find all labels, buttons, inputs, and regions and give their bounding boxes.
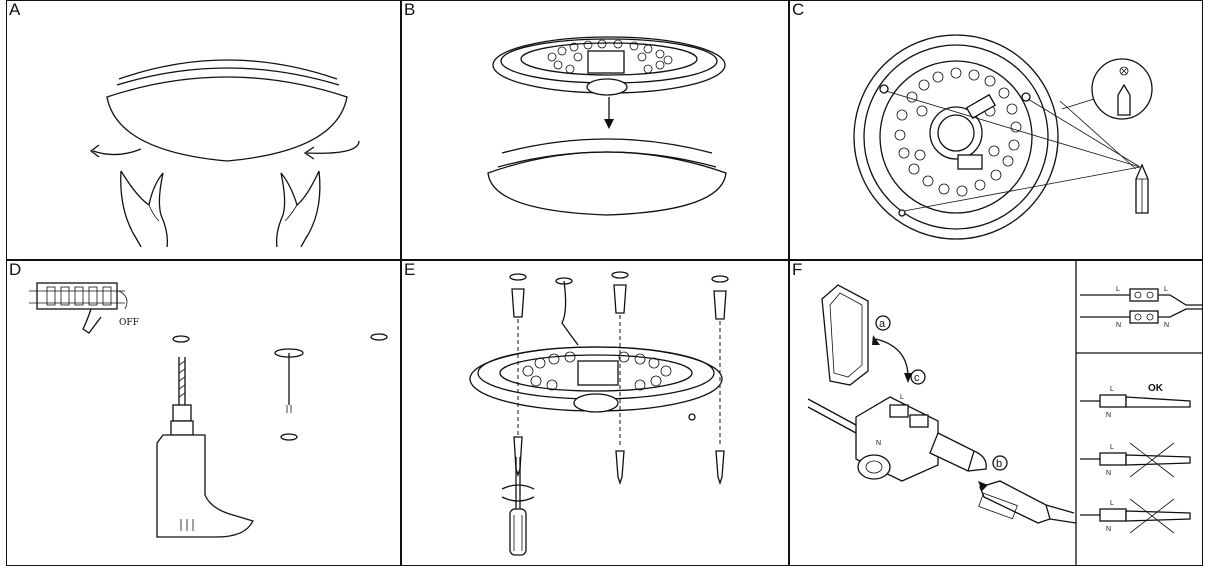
wiring-neutral-label-2: N bbox=[1164, 322, 1169, 329]
supply-cable bbox=[978, 480, 1077, 524]
pencil-icon bbox=[1135, 163, 1149, 214]
power-drill-icon bbox=[156, 357, 254, 538]
strip-correct-live-label: L bbox=[1110, 386, 1114, 393]
lamp-diffuser bbox=[487, 138, 727, 216]
step-label-d: D bbox=[9, 260, 22, 279]
power-cable bbox=[555, 277, 579, 346]
led-array bbox=[894, 67, 1022, 197]
wall-plugs bbox=[509, 271, 729, 320]
callout-a-label: a bbox=[879, 318, 886, 330]
sleeved-cable bbox=[929, 432, 987, 472]
illustration-wiring: a c L N bbox=[807, 261, 1202, 565]
callout-b: b bbox=[992, 455, 1008, 471]
rotate-left-arrow-icon bbox=[89, 144, 142, 158]
step-panel-c: C bbox=[789, 0, 1203, 260]
step-label-c: C bbox=[792, 0, 805, 19]
lamp-base bbox=[469, 346, 723, 421]
screws bbox=[513, 436, 725, 486]
illustration-drill-holes: OFF bbox=[29, 282, 388, 538]
strip-correct: L N OK bbox=[1080, 383, 1191, 419]
circuit-breaker-icon bbox=[29, 282, 128, 334]
wiring-live-label-2: L bbox=[1164, 286, 1168, 293]
illustration-mark-holes bbox=[853, 34, 1153, 240]
wiring-diagram: L N L N bbox=[1080, 286, 1202, 329]
ceiling-hole-marks bbox=[172, 333, 388, 441]
step-panel-f: F a c L N bbox=[789, 260, 1203, 566]
step-panel-d: D OFF bbox=[6, 260, 401, 566]
callout-b-label: b bbox=[996, 458, 1002, 470]
junction-cover bbox=[821, 284, 869, 386]
screwdriver-icon bbox=[501, 457, 535, 556]
lamp-base bbox=[492, 36, 726, 96]
lamp-diffuser bbox=[106, 59, 348, 162]
screw-guide-lines bbox=[517, 315, 721, 447]
strip-incorrect-1-live-label: L bbox=[1110, 444, 1114, 451]
step-panel-a: A bbox=[6, 0, 401, 260]
wiring-live-label: L bbox=[1116, 286, 1120, 293]
terminal-neutral-label: N bbox=[876, 440, 881, 447]
strip-correct-neutral-label: N bbox=[1106, 412, 1111, 419]
step-panel-e: E bbox=[401, 260, 789, 566]
terminal-live-label: L bbox=[900, 394, 904, 401]
strip-incorrect-2-live-label: L bbox=[1110, 500, 1114, 507]
strip-incorrect-2: L N bbox=[1080, 498, 1191, 534]
illustration-remove-diffuser bbox=[89, 59, 360, 248]
strip-incorrect-1-neutral-label: N bbox=[1106, 470, 1111, 477]
strip-incorrect-2-neutral-label: N bbox=[1106, 526, 1111, 533]
led-array bbox=[522, 351, 672, 391]
step-label-e: E bbox=[404, 260, 416, 279]
switch-off-label: OFF bbox=[119, 318, 139, 328]
callout-c: c bbox=[910, 369, 926, 385]
rotate-left-arrow-icon-2 bbox=[303, 140, 360, 160]
step-label-f: F bbox=[792, 260, 803, 279]
hand-right-icon bbox=[275, 170, 321, 248]
lamp-base-top-view bbox=[853, 34, 1059, 240]
rotate-arrow-icon bbox=[872, 335, 912, 383]
terminal-block: L N bbox=[807, 394, 939, 482]
led-array bbox=[547, 39, 673, 74]
illustration-mount-base bbox=[469, 271, 729, 556]
down-arrow-icon bbox=[604, 97, 614, 129]
pencil-guide-lines bbox=[885, 90, 1141, 212]
strip-ok-label: OK bbox=[1148, 383, 1164, 394]
step-panel-b: B bbox=[401, 0, 789, 260]
wiring-neutral-label: N bbox=[1116, 322, 1121, 329]
hand-left-icon bbox=[120, 170, 169, 248]
callout-a: a bbox=[875, 315, 891, 331]
callout-c-label: c bbox=[914, 372, 920, 384]
strip-incorrect-1: L N bbox=[1080, 442, 1191, 478]
step-label-a: A bbox=[9, 0, 21, 19]
step-label-b: B bbox=[404, 0, 416, 19]
illustration-separate-base bbox=[487, 36, 727, 216]
power-cable bbox=[274, 348, 304, 413]
magnifier-callout bbox=[1061, 58, 1153, 120]
